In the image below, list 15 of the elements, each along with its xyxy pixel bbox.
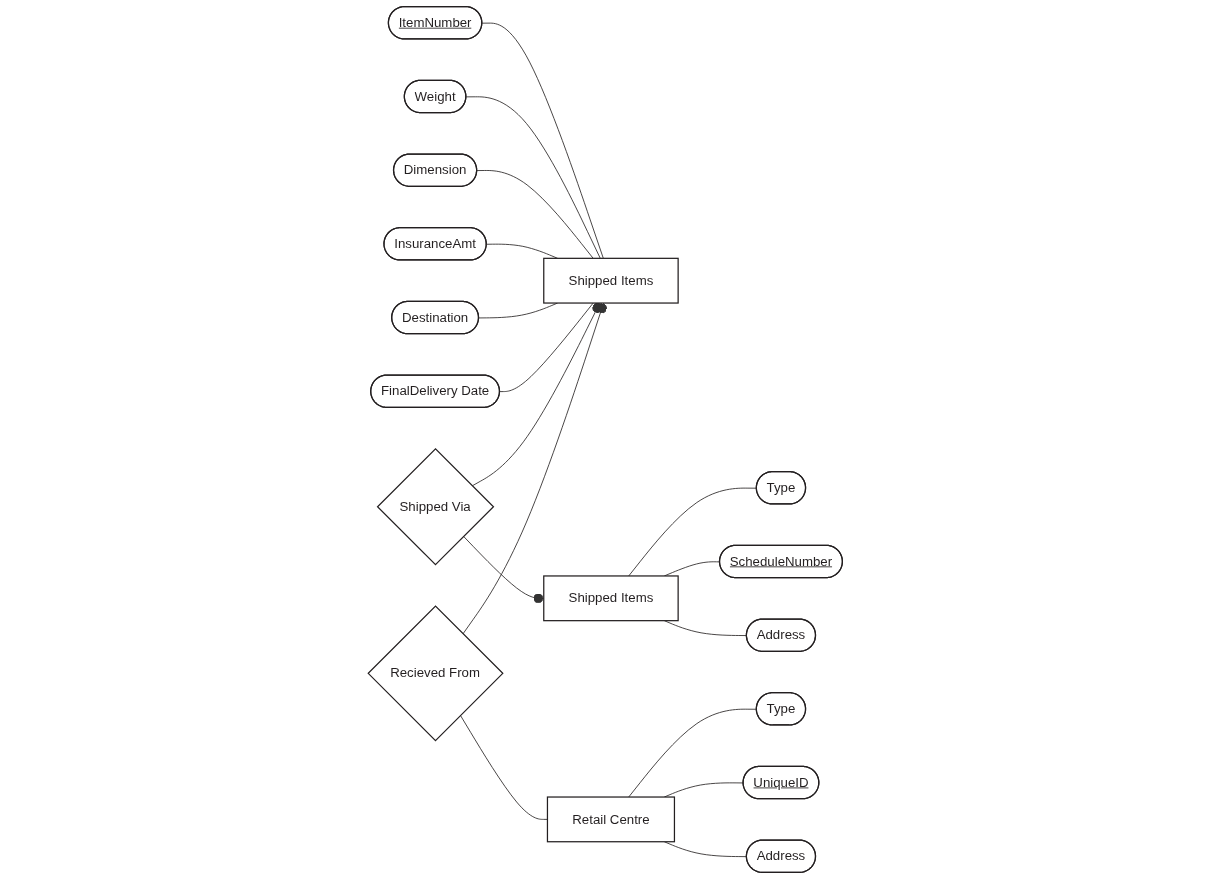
connector: [499, 302, 594, 393]
node-diamond: Shipped Via: [376, 447, 495, 566]
connector: [465, 96, 601, 259]
connector: [459, 714, 548, 820]
connector: [628, 708, 757, 798]
connector: [485, 243, 558, 259]
connector: [663, 841, 747, 858]
node-diamond: Recieved From: [367, 605, 504, 742]
node-box: Retail Centre: [546, 796, 675, 843]
connector: [476, 170, 594, 259]
connector: [628, 487, 757, 577]
connector: [481, 22, 604, 259]
node-box: Shipped Items: [542, 257, 679, 304]
connector: [663, 620, 747, 636]
node-box: Shipped Items: [542, 575, 679, 622]
